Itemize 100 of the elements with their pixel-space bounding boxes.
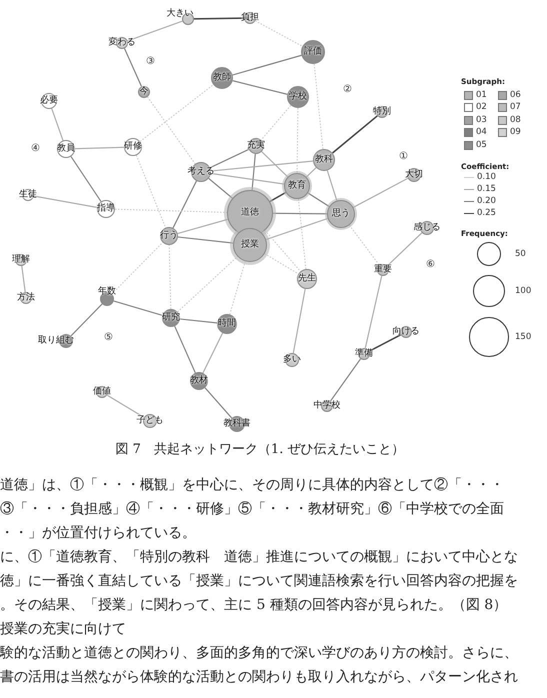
word-node bbox=[190, 372, 208, 390]
word-node bbox=[313, 149, 335, 171]
word-node bbox=[57, 140, 75, 158]
word-node bbox=[407, 168, 421, 182]
word-label: 生徒 bbox=[19, 190, 37, 200]
word-label: 学校 bbox=[289, 92, 307, 102]
word-label: 理解 bbox=[12, 256, 30, 264]
word-label: 時間 bbox=[218, 320, 236, 328]
word-node bbox=[162, 309, 180, 327]
body-text: に、①「道徳教育、「特別の教科 道徳」推進についての概観」において中心とな bbox=[0, 550, 518, 564]
word-label: 向ける bbox=[392, 328, 420, 336]
dotted-link bbox=[264, 253, 299, 274]
legend-label: 02 bbox=[476, 102, 487, 112]
co-occurrence-line bbox=[70, 156, 102, 202]
legend-label: 0.25 bbox=[477, 208, 496, 218]
body-text: 。その結果、「授業」に関わって、主に 5 種類の回答内容が見られた。（図 8） bbox=[0, 598, 508, 612]
co-occurrence-line bbox=[180, 318, 218, 324]
word-node bbox=[287, 86, 309, 108]
co-occurrence-line bbox=[326, 170, 338, 201]
word-label: 道徳 bbox=[241, 208, 259, 218]
co-occurrence-line bbox=[232, 54, 302, 76]
word-label: 研修 bbox=[124, 142, 142, 152]
legend-label: 150 bbox=[515, 332, 532, 342]
word-label: 今 bbox=[140, 88, 148, 96]
co-occurrence-line bbox=[353, 178, 408, 208]
cluster-number: ⑤ bbox=[104, 332, 113, 343]
legend-label: 0.20 bbox=[477, 196, 496, 206]
co-occurrence-line bbox=[174, 326, 196, 374]
word-label: 方法 bbox=[17, 294, 35, 302]
word-node bbox=[41, 93, 57, 109]
body-text: 徳」に一番強く直結している「授業」について関連語検索を行い回答内容の把握を bbox=[0, 574, 518, 588]
word-label: 重要 bbox=[374, 266, 392, 274]
body-text: 授業の充実に向けて bbox=[0, 622, 126, 636]
word-label: 特別 bbox=[373, 108, 391, 116]
dotted-link bbox=[229, 260, 246, 315]
co-occurrence-line bbox=[292, 288, 306, 354]
body-text: ③「・・・負担感」④「・・・研修」⑤「・・・教材研究」⑥「中学校での全面 bbox=[0, 502, 504, 516]
dotted-link bbox=[296, 108, 298, 174]
co-occurrence-line bbox=[266, 218, 328, 240]
word-label: 先生 bbox=[298, 274, 316, 284]
word-label: 教科 bbox=[315, 156, 333, 164]
legend-label: 07 bbox=[510, 102, 521, 112]
co-occurrence-line bbox=[232, 80, 288, 95]
legend-label: 0.15 bbox=[477, 184, 496, 194]
word-label: 考える bbox=[188, 168, 214, 176]
co-occurrence-line bbox=[332, 115, 378, 154]
co-occurrence-line bbox=[70, 304, 102, 336]
dotted-link bbox=[140, 84, 214, 142]
word-node bbox=[233, 228, 267, 262]
word-label: 評価 bbox=[304, 48, 322, 56]
word-label: 準備 bbox=[355, 350, 373, 358]
legend-label: 0.10 bbox=[477, 172, 496, 182]
word-label: 年数 bbox=[98, 288, 116, 296]
cluster-number: ⑥ bbox=[426, 259, 435, 270]
cluster-number: ① bbox=[399, 151, 408, 162]
word-label: 充実 bbox=[247, 142, 265, 150]
legend-label: 50 bbox=[515, 249, 526, 259]
legend-label: 01 bbox=[476, 90, 487, 100]
word-label: 感じる bbox=[414, 224, 440, 232]
legend-label: 100 bbox=[515, 286, 532, 296]
co-occurrence-line bbox=[252, 154, 256, 190]
co-occurrence-line bbox=[270, 192, 286, 202]
dotted-link bbox=[314, 63, 324, 150]
word-node bbox=[301, 40, 325, 64]
word-label: 思う bbox=[332, 210, 350, 218]
dotted-link bbox=[177, 256, 238, 312]
word-label: 研究 bbox=[162, 314, 180, 322]
word-label: 子ども bbox=[136, 416, 164, 426]
co-occurrence-line bbox=[204, 387, 232, 418]
co-occurrence-line bbox=[273, 212, 327, 214]
dotted-link bbox=[147, 96, 196, 164]
word-node bbox=[124, 138, 142, 156]
word-label: 教科書 bbox=[224, 420, 250, 428]
word-node bbox=[160, 227, 178, 245]
legend-label: 05 bbox=[476, 140, 487, 150]
co-occurrence-line bbox=[21, 266, 26, 292]
word-label: 行う bbox=[160, 232, 178, 240]
dotted-link bbox=[168, 244, 172, 310]
word-label: 中学校 bbox=[314, 402, 340, 410]
word-node bbox=[284, 173, 310, 199]
word-label: 教育 bbox=[288, 182, 306, 190]
co-occurrence-line bbox=[172, 180, 197, 228]
legend-label: 03 bbox=[476, 115, 487, 125]
co-occurrence-line bbox=[51, 108, 64, 141]
word-label: 授業 bbox=[241, 240, 259, 250]
co-occurrence-line bbox=[178, 218, 228, 234]
word-label: 負担 bbox=[241, 14, 259, 22]
word-node bbox=[211, 67, 233, 89]
dotted-link bbox=[264, 230, 301, 272]
cluster-number: ② bbox=[343, 84, 352, 95]
co-occurrence-line bbox=[308, 192, 330, 207]
co-occurrence-line bbox=[202, 332, 224, 374]
dotted-link bbox=[298, 198, 306, 270]
word-label: 変わる bbox=[108, 38, 136, 48]
word-label: 指導 bbox=[97, 204, 115, 214]
co-occurrence-line bbox=[261, 151, 288, 178]
co-occurrence-line bbox=[74, 146, 124, 150]
co-occurrence-line bbox=[330, 358, 361, 402]
word-label: 大切 bbox=[405, 170, 423, 180]
co-occurrence-line bbox=[124, 48, 142, 87]
